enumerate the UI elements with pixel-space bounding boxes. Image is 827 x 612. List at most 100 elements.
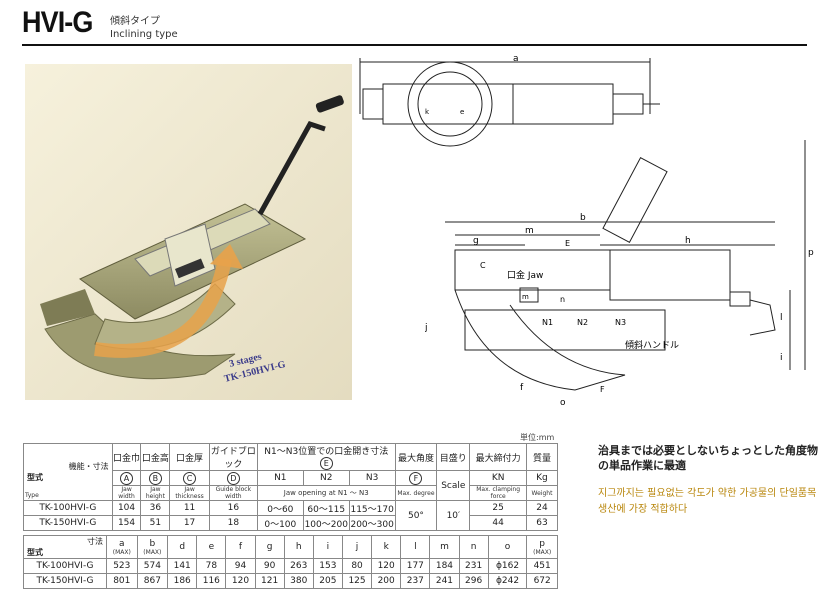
vise-handle-grip	[315, 95, 344, 113]
spec-row-1-n2: 100～200	[302, 515, 350, 531]
dim-col-n: n	[458, 535, 489, 559]
dim-row-1-m: 241	[429, 573, 460, 589]
dim-row-0-k: 120	[371, 558, 402, 574]
dim-label-n: n	[560, 295, 565, 304]
top-view-inner-circle	[417, 71, 483, 137]
side-view-inclined-housing	[602, 156, 668, 244]
product-photo: 3 stages TK-150HVI-G	[25, 64, 352, 400]
spec-col-n1: N1	[256, 470, 304, 486]
spec-mark-a: A	[111, 470, 142, 486]
spec-col-jaw-thickness-en: Jaw thickness	[169, 485, 210, 501]
spec-corner-upper: 機能・寸法	[68, 462, 109, 471]
dim-col-d: d	[167, 535, 198, 559]
dim-col-n-label: n	[470, 542, 477, 552]
top-view-screw-housing	[512, 83, 614, 125]
dim-label-f: f	[520, 383, 524, 393]
spec-corner-cell: 機能・寸法 型式	[23, 443, 113, 501]
label-tilt-handle: 傾斜ハンドル	[625, 339, 679, 351]
spec-col-weight-jp: 質量	[525, 443, 559, 471]
dim-row-1-p: 672	[526, 573, 558, 589]
spec-mark-c: C	[169, 470, 210, 486]
dim-col-a-max: (MAX)	[112, 548, 131, 556]
dim-row-0-a: 523	[106, 558, 138, 574]
mark-e-circle: E	[565, 239, 570, 248]
dim-row-1-d: 186	[167, 573, 198, 589]
spec-mark-d: D	[208, 470, 258, 486]
dim-col-i-label: i	[326, 542, 330, 552]
dim-col-b-label: b	[149, 538, 156, 549]
dim-row-1-b: 867	[136, 573, 169, 589]
dim-row-1-l: 237	[400, 573, 431, 589]
spec-row-1-type: TK-150HVI-G	[23, 515, 113, 531]
tilt-arrow-head	[210, 244, 243, 269]
dim-row-0-i: 153	[312, 558, 343, 574]
spec-row-0-clamp: 25	[469, 500, 527, 516]
spec-col-jaw-height-jp: 口金高	[140, 443, 171, 471]
spec-mark-b: B	[140, 470, 171, 486]
spec-col-jaw-height-en: Jaw height	[140, 485, 171, 501]
dim-col-l-label: l	[414, 542, 417, 552]
spec-col-clamp-jp: 最大締付力	[469, 443, 527, 471]
dim-col-l: l	[400, 535, 431, 559]
spec-row-1-a: 154	[111, 515, 142, 531]
dim-col-m-label: m	[440, 542, 449, 552]
dim-col-f-label: f	[238, 542, 243, 552]
dim-row-0-j: 80	[341, 558, 373, 574]
dim-label-g: g	[473, 236, 479, 246]
side-view-sector	[464, 309, 666, 351]
title-underline	[22, 44, 807, 46]
spec-col-jaw-width-en: Jaw width	[111, 485, 142, 501]
dim-row-1-j: 125	[341, 573, 373, 589]
spec-row-1-weight: 63	[525, 515, 559, 531]
spec-row-0-n2: 60～115	[302, 500, 350, 516]
spec-table: 機能・寸法 型式 口金巾 口金高 口金厚 ガイドブロック N1～N3位置での口金…	[23, 443, 559, 531]
dim-label-b: b	[580, 213, 586, 223]
spec-col-guide-block-jp: ガイドブロック	[208, 443, 258, 471]
subtitle-japanese: 傾斜タイプ	[110, 16, 160, 27]
spec-row-0-n1: 0～60	[256, 500, 304, 516]
vise-base-end	[40, 289, 95, 326]
note-japanese: 治具までは必要としないちょっとした角度物の単品作業に最適	[598, 444, 818, 472]
dim-col-i: i	[312, 535, 343, 559]
spec-row-0-d: 16	[208, 500, 258, 516]
dim-row-0-n: 231	[458, 558, 489, 574]
side-view-screw-end	[729, 291, 751, 307]
unit-label: 単位:mm	[520, 433, 555, 442]
dim-label-l: l	[780, 313, 783, 323]
dim-col-f: f	[225, 535, 256, 559]
dim-col-k-label: k	[383, 542, 389, 552]
dim-corner-upper: 寸法	[87, 537, 103, 546]
dim-col-g: g	[254, 535, 285, 559]
dim-row-1-n: 296	[458, 573, 489, 589]
side-view-fixed-jaw	[454, 249, 611, 291]
spec-col-weight-en: Weight	[525, 485, 559, 501]
dim-col-j: j	[341, 535, 373, 559]
dim-col-b: b(MAX)	[136, 535, 169, 559]
spec-col-weight-unit: Kg	[525, 470, 559, 486]
dim-row-1-o: ϕ242	[487, 573, 528, 589]
spec-col-max-angle-en: Max. degree	[394, 485, 438, 501]
spec-col-jaw-thickness-jp: 口金厚	[169, 443, 210, 471]
top-view-left-end	[362, 88, 384, 120]
dim-row-1-a: 801	[106, 573, 138, 589]
subtitle-english: Inclining type	[110, 29, 178, 40]
spec-col-clamp-unit: KN	[469, 470, 527, 486]
mark-f-circle: F	[600, 385, 605, 394]
spec-max-angle-value: 50°	[394, 500, 438, 531]
dim-label-o: o	[560, 398, 566, 408]
spec-col-max-angle-jp: 最大角度	[394, 443, 438, 471]
dim-col-h: h	[283, 535, 314, 559]
table-row: TK-100HVI-G 104 36 11 16 0～60 60～115 115…	[23, 500, 559, 531]
dim-label-a: a	[513, 54, 519, 64]
label-n2: N2	[577, 318, 588, 327]
dim-label-i: i	[780, 353, 783, 363]
side-view-base-arc	[454, 289, 626, 391]
spec-row-0-c: 11	[169, 500, 210, 516]
dim-row-0-g: 90	[254, 558, 285, 574]
dim-row-0-type: TK-100HVI-G	[23, 558, 107, 574]
dim-row-0-b: 574	[136, 558, 169, 574]
side-view-drawing: b m g h E p l i j m 口金 Jaw C N1 N2 N3 傾斜…	[425, 140, 814, 408]
top-view-drawing: a k e	[359, 54, 660, 147]
